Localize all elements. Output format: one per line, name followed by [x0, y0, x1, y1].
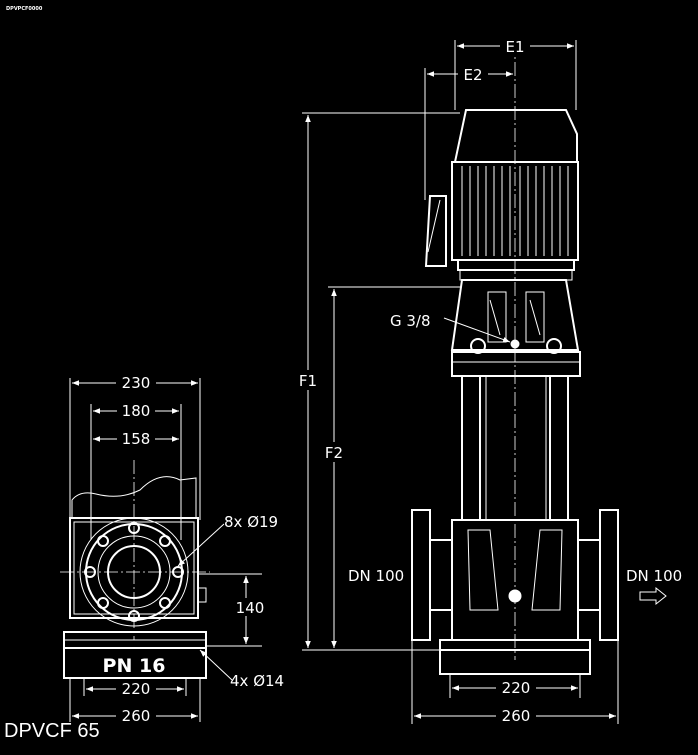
dim-label-E2: E2	[463, 66, 482, 84]
dim-label-140: 140	[236, 599, 265, 617]
coupling-lantern	[470, 291, 562, 354]
dim-label-260-side: 260	[502, 707, 531, 725]
dim-label-180: 180	[122, 402, 151, 420]
dim-label-220-side: 220	[502, 679, 531, 697]
dim-label-220-front: 220	[122, 680, 151, 698]
dim-label-F1: F1	[299, 372, 317, 390]
dim-label-230: 230	[122, 374, 151, 392]
inlet-label: DN 100	[348, 567, 404, 585]
pressure-rating: PN 16	[103, 655, 166, 677]
dim-label-260-front: 260	[122, 707, 151, 725]
flow-direction-icon	[639, 586, 667, 606]
base-holes-callout: 4x Ø14	[230, 672, 284, 690]
front-view: 230 180 158	[60, 373, 284, 725]
dim-label-F2: F2	[325, 444, 343, 462]
outlet-label: DN 100	[626, 567, 682, 585]
port-callout: G 3/8	[390, 312, 431, 330]
dim-label-158: 158	[122, 430, 151, 448]
pump-body	[411, 509, 619, 675]
side-view: E1 E2 F1 F2	[296, 36, 682, 725]
motor	[424, 109, 580, 351]
document-id: DPVPCF0000	[6, 6, 43, 12]
model-label: DPVCF 65	[4, 720, 100, 742]
flange-holes-callout: 8x Ø19	[224, 513, 278, 531]
dim-label-E1: E1	[505, 38, 524, 56]
